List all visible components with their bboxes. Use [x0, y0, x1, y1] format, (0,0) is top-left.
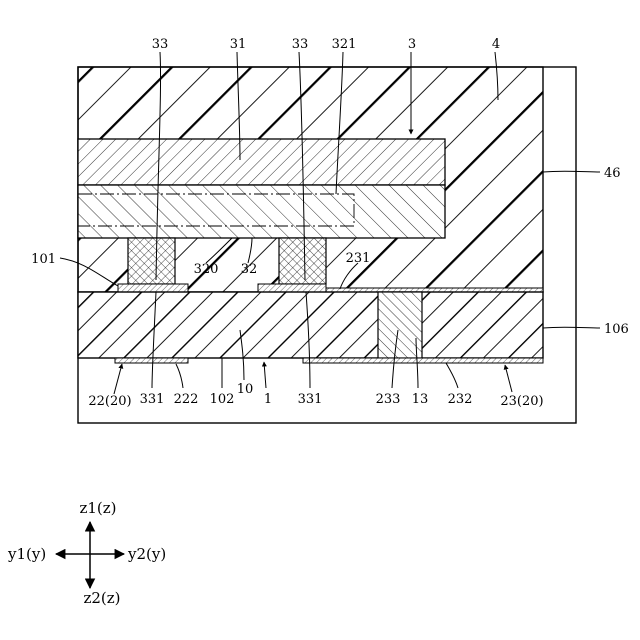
label-1: 1 [264, 392, 272, 407]
label-46: 46 [604, 166, 621, 181]
label-33-left: 33 [152, 37, 169, 52]
label-22-20: 22(20) [88, 394, 131, 409]
axis-label-z1: z1(z) [79, 499, 116, 517]
label-101: 101 [31, 252, 56, 267]
label-331-left: 331 [140, 392, 165, 407]
label-3: 3 [408, 37, 416, 52]
label-106: 106 [604, 322, 629, 337]
label-102: 102 [210, 392, 235, 407]
label-320: 320 [194, 262, 219, 277]
label-222: 222 [174, 392, 199, 407]
label-31: 31 [230, 37, 247, 52]
label-232: 232 [448, 392, 473, 407]
label-13: 13 [412, 392, 429, 407]
label-4: 4 [492, 37, 500, 52]
axis-label-z2: z2(z) [83, 589, 120, 607]
axis-label-y1: y1(y) [7, 545, 46, 563]
label-331-right: 331 [298, 392, 323, 407]
label-321: 321 [332, 37, 357, 52]
label-33-right: 33 [292, 37, 309, 52]
label-32: 32 [241, 262, 258, 277]
label-231: 231 [346, 251, 371, 266]
label-233: 233 [376, 392, 401, 407]
label-23-20: 23(20) [500, 394, 543, 409]
axis-indicator: z1(z) z2(z) y1(y) y2(y) [7, 499, 166, 607]
axis-label-y2: y2(y) [127, 545, 166, 563]
label-10: 10 [237, 382, 254, 397]
